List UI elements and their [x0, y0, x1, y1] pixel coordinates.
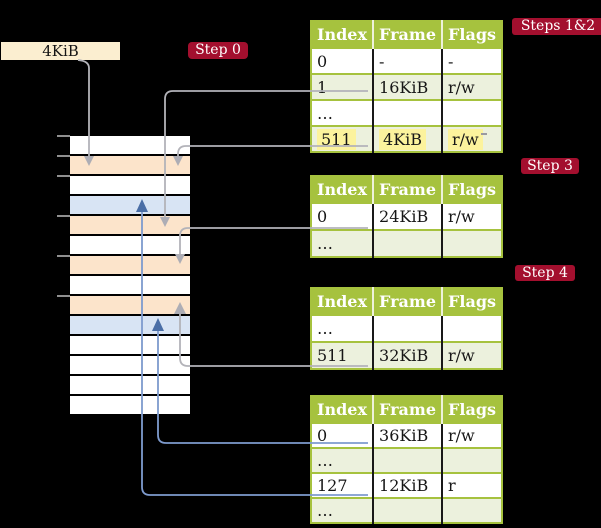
pt-cell — [441, 99, 503, 126]
ram-tick — [57, 255, 70, 257]
pt-cell: … — [311, 497, 374, 523]
pt-cell: r/w — [441, 341, 503, 369]
ram-row-peach — [70, 256, 190, 274]
pt-row: 127 12KiB r — [311, 472, 503, 498]
pt-col-flags: Flags — [441, 288, 503, 315]
pt-cell — [372, 229, 443, 257]
pt-cell: 16KiB — [372, 73, 443, 100]
highlighted-value: 511 — [317, 128, 356, 150]
pt-row: 0 36KiB r/w — [311, 422, 503, 448]
pt-cell: r/w — [441, 125, 503, 152]
pt-col-flags: Flags — [441, 21, 503, 48]
ram-row-white — [70, 396, 190, 414]
page-table-step-3: Index Frame Flags 0 24KiB r/w … — [310, 175, 504, 258]
pt-cell: 24KiB — [372, 202, 443, 230]
pt-cell: … — [311, 229, 374, 257]
ram-row-white — [70, 236, 190, 254]
badge-step-4: Step 4 — [515, 265, 575, 281]
page-table-steps-1-2: Index Frame Flags 0 - - 1 16KiB r/w … 51… — [310, 20, 504, 153]
pt-cell: 511 — [311, 125, 374, 152]
ram-tick — [57, 295, 70, 297]
badge-step-0: Step 0 — [188, 42, 248, 59]
pt-cell: r/w — [441, 73, 503, 100]
ram-row-white — [70, 276, 190, 294]
pt-cell: 32KiB — [372, 341, 443, 369]
ram-tick — [57, 135, 70, 137]
pt-col-frame: Frame — [372, 288, 443, 315]
pt-header-row: Index Frame Flags — [311, 396, 503, 423]
pt-row: … — [311, 497, 503, 523]
pt-row: … — [311, 314, 503, 342]
ram-row-blue — [70, 196, 190, 214]
pt-row: … — [311, 447, 503, 473]
pt-col-index: Index — [311, 396, 374, 423]
pt-cell — [372, 497, 443, 523]
pt-row: … — [311, 229, 503, 257]
ram-row-peach — [70, 216, 190, 234]
highlighted-value: 4KiB — [379, 128, 427, 150]
pt-row: 0 - - — [311, 47, 503, 74]
ram-row-white — [70, 176, 190, 194]
pt-header-row: Index Frame Flags — [311, 176, 503, 203]
page-table-last-level: Index Frame Flags 0 36KiB r/w … 127 12Ki… — [310, 395, 504, 524]
pt-cell — [441, 447, 503, 473]
pt-header-row: Index Frame Flags — [311, 21, 503, 48]
ram-row-white — [70, 376, 190, 394]
pt-col-flags: Flags — [441, 176, 503, 203]
pt-cell: - — [441, 47, 503, 74]
highlighted-value: r/w — [448, 128, 483, 150]
ram-row-peach — [70, 156, 190, 174]
ram-strip — [70, 136, 190, 416]
pt-cell: … — [311, 99, 374, 126]
pt-cell — [372, 314, 443, 342]
pt-cell: r/w — [441, 202, 503, 230]
pt-cell: r — [441, 472, 503, 498]
pt-col-index: Index — [311, 288, 374, 315]
pt-col-index: Index — [311, 21, 374, 48]
ram-row-peach — [70, 296, 190, 314]
pt-cell — [441, 314, 503, 342]
line-stub — [481, 133, 487, 135]
pt-cell: 0 — [311, 47, 374, 74]
pt-row: … — [311, 99, 503, 126]
pt-col-flags: Flags — [441, 396, 503, 423]
pt-cell: 4KiB — [372, 125, 443, 152]
ram-row-white — [70, 136, 190, 154]
page-table-base-register: 4KiB — [1, 42, 120, 60]
pt-row: 511 32KiB r/w — [311, 341, 503, 369]
ram-row-white — [70, 356, 190, 374]
pt-cell: 12KiB — [372, 472, 443, 498]
page-table-step-4: Index Frame Flags … 511 32KiB r/w — [310, 287, 504, 370]
ram-row-blue — [70, 316, 190, 334]
badge-step-3: Step 3 — [521, 158, 579, 174]
pt-header-row: Index Frame Flags — [311, 288, 503, 315]
pt-cell: … — [311, 447, 374, 473]
pt-cell: 0 — [311, 202, 374, 230]
pt-row: 1 16KiB r/w — [311, 73, 503, 100]
pt-cell — [441, 497, 503, 523]
ram-tick — [57, 215, 70, 217]
pt-cell: 1 — [311, 73, 374, 100]
pt-cell: 36KiB — [372, 422, 443, 448]
badge-steps-1-2: Steps 1&2 — [512, 18, 601, 35]
pt-cell — [372, 99, 443, 126]
pt-row: 0 24KiB r/w — [311, 202, 503, 230]
pt-col-frame: Frame — [372, 176, 443, 203]
pt-cell — [372, 447, 443, 473]
pt-cell: 127 — [311, 472, 374, 498]
pt-row-highlighted: 511 4KiB r/w — [311, 125, 503, 152]
ram-tick — [57, 175, 70, 177]
register-label: 4KiB — [42, 42, 79, 60]
pt-cell — [441, 229, 503, 257]
ram-tick — [57, 155, 70, 157]
pt-cell: 0 — [311, 422, 374, 448]
ram-row-white — [70, 336, 190, 354]
pt-cell: - — [372, 47, 443, 74]
pt-col-frame: Frame — [372, 396, 443, 423]
pt-col-index: Index — [311, 176, 374, 203]
pt-col-frame: Frame — [372, 21, 443, 48]
pt-cell: 511 — [311, 341, 374, 369]
pt-cell: … — [311, 314, 374, 342]
pt-cell: r/w — [441, 422, 503, 448]
